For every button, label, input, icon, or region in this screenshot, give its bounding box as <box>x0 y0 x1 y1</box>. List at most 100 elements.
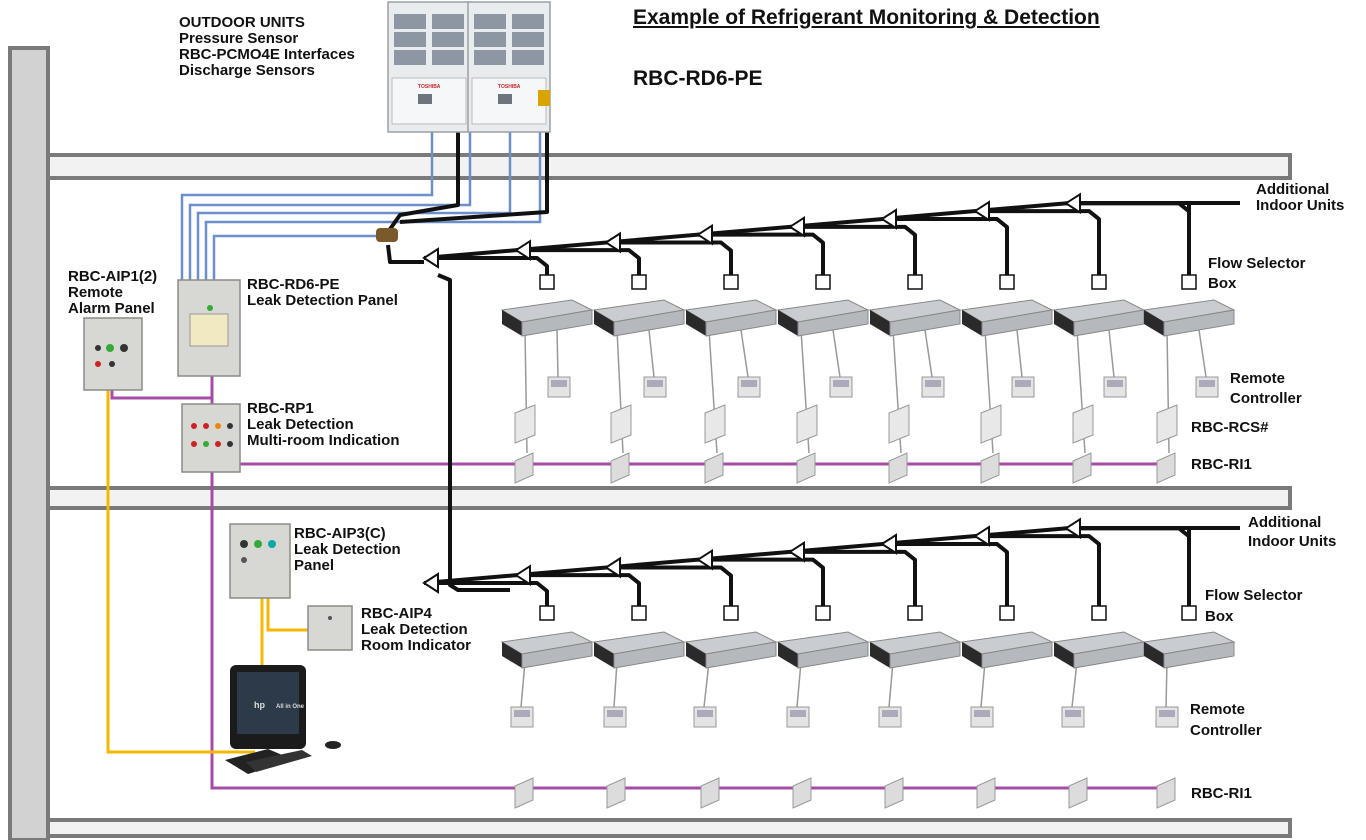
branch-pipe <box>975 534 1101 606</box>
floor-slab <box>46 153 1292 180</box>
outdoor-unit-icon: TOSHIBA <box>387 1 471 133</box>
riser-pipe <box>386 244 424 264</box>
flow-selector-icon <box>907 605 923 621</box>
remote-display <box>790 710 806 717</box>
branch-pipe <box>424 256 549 275</box>
ri1-upper-label: RBC-RI1 <box>1191 456 1252 473</box>
flow-selector-icon <box>815 274 831 290</box>
flow-selector-icon <box>723 605 739 621</box>
indoor-unit-icon <box>1052 299 1146 337</box>
indoor-unit-icon <box>592 631 686 669</box>
indoor-unit-icon <box>776 299 870 337</box>
main-pipe <box>386 130 460 234</box>
branch-pipe <box>606 240 733 275</box>
branch-pipe <box>882 542 1009 606</box>
room-sensor-icon <box>980 404 1002 444</box>
remote-display <box>741 380 757 387</box>
pipe-tee-icon <box>696 548 713 571</box>
room-indicator-icon <box>1156 777 1176 809</box>
flow-selector-icon <box>1181 605 1197 621</box>
room-indicator-icon <box>976 777 996 809</box>
room-indicator-icon <box>700 777 720 809</box>
sensor-wire <box>204 110 542 282</box>
sensor-wire <box>180 110 434 282</box>
main-pipe <box>399 125 549 224</box>
room-indicator-icon <box>792 777 812 809</box>
signal-wire <box>980 661 986 708</box>
branch-pipe <box>698 557 825 606</box>
branch-pipe <box>882 217 1009 275</box>
remote-display <box>551 380 567 387</box>
pipe-tee-icon <box>422 247 439 269</box>
room-indicator-icon <box>610 452 630 484</box>
remote-display <box>697 710 713 717</box>
remote-display <box>1159 710 1175 717</box>
pipe-tee-icon <box>696 223 713 246</box>
indoor-unit-icon <box>1142 299 1236 337</box>
room-indicator-icon <box>980 452 1000 484</box>
signal-wire <box>924 329 933 378</box>
rcs-upper-label: RBC-RCS# <box>1191 419 1269 436</box>
riser-pipe <box>437 273 510 592</box>
remote-display <box>1015 380 1031 387</box>
sensor-wire <box>196 125 512 282</box>
svg-text:TOSHIBA: TOSHIBA <box>498 84 521 90</box>
room-indicator-icon <box>514 777 534 809</box>
room-indicator-icon <box>704 452 724 484</box>
signal-wire <box>1016 329 1023 378</box>
remote-display <box>1107 380 1123 387</box>
remote-display <box>925 380 941 387</box>
room-sensor-icon <box>1072 404 1094 444</box>
signal-wire <box>703 661 710 708</box>
building-structure <box>8 46 1292 840</box>
branch-pipe <box>790 549 917 606</box>
floor-slab <box>46 486 1292 510</box>
indicator-bus-lower <box>210 472 1163 790</box>
remote-display <box>974 710 990 717</box>
outdoor-unit-icon: TOSHIBA <box>467 1 551 133</box>
signal-wire <box>1198 329 1207 378</box>
control-panel-icon <box>177 279 241 377</box>
flow-selector-icon <box>999 605 1015 621</box>
pressure-sensor-icon <box>538 90 550 106</box>
room-indicator-icon <box>884 777 904 809</box>
room-sensor-icon <box>704 404 726 444</box>
flow-selector-icon <box>539 274 555 290</box>
keyboard-icon <box>246 750 312 772</box>
flow-selector-icon <box>1181 274 1197 290</box>
indoor-unit-icon <box>500 299 594 337</box>
indoor-unit-icon <box>776 631 870 669</box>
room-sensor-icon <box>610 404 632 444</box>
branch-pipe <box>975 209 1101 275</box>
flow-selector-icon <box>539 605 555 621</box>
pipe-tee-icon <box>973 200 990 222</box>
indoor-unit-icon <box>500 631 594 669</box>
branch-pipe <box>698 232 825 275</box>
room-sensor-icon <box>796 404 818 444</box>
room-indicator-icon <box>1068 777 1088 809</box>
signal-wire <box>888 661 894 708</box>
building-wall <box>8 46 50 840</box>
remote-display <box>514 710 530 717</box>
alarm-wire <box>110 376 214 400</box>
branch-pipe <box>1066 526 1191 606</box>
remote-display <box>1199 380 1215 387</box>
signal-wire <box>556 329 559 378</box>
room-sensor-icon <box>1156 404 1178 444</box>
svg-text:hp: hp <box>254 700 265 710</box>
pipe-tee-icon <box>514 239 531 261</box>
control-panel-icon <box>181 403 241 473</box>
signal-wire <box>740 329 749 378</box>
pipe-tee-icon <box>514 564 531 586</box>
indoor-unit-icon <box>960 631 1054 669</box>
control-panel-icon <box>229 523 291 599</box>
pipe-tee-icon <box>788 541 805 563</box>
